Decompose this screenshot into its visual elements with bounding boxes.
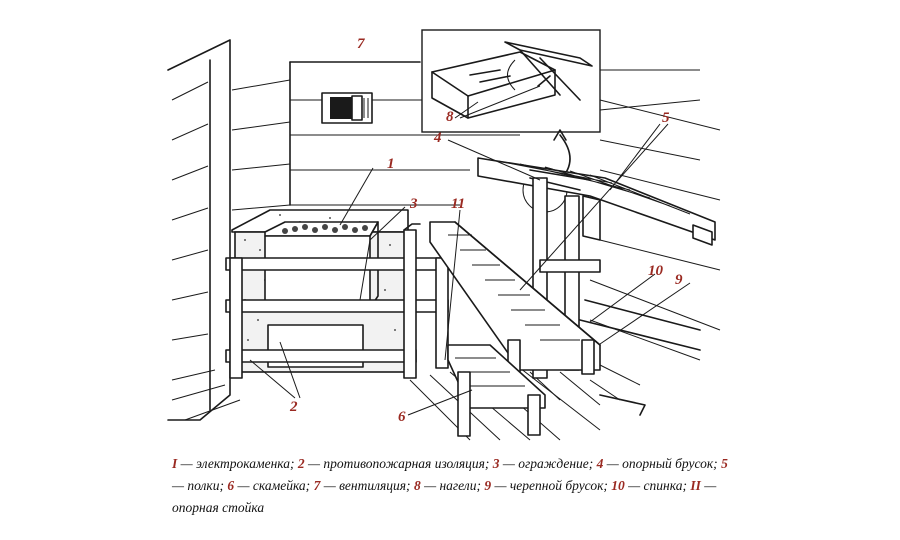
upper-shelf (477, 157, 716, 246)
guard-rail (225, 223, 449, 379)
legend-number: 6 (227, 478, 235, 493)
ventilation-vent (321, 92, 373, 124)
legend-text: — опорный брусок; (603, 456, 722, 471)
backrest (579, 319, 701, 351)
callout-11: 11 (451, 196, 465, 212)
inset-detail (421, 29, 601, 133)
legend-number: 9 (484, 478, 492, 493)
legend-number: 8 (413, 478, 421, 493)
legend-text: — ограждение; (499, 456, 597, 471)
callout-9: 9 (675, 272, 683, 288)
legend-number: 4 (596, 456, 604, 471)
legend-number: 7 (313, 478, 321, 493)
legend-text: — полки; (172, 478, 228, 493)
lower-shelf (429, 221, 601, 377)
callout-3: 3 (409, 196, 418, 212)
bench (447, 344, 546, 437)
legend-number: I (172, 456, 178, 471)
legend-caption: I — электрокаменка; 2 — противопожарная … (172, 453, 732, 519)
callout-8: 8 (446, 109, 454, 125)
callout-4: 4 (433, 130, 442, 146)
callout-1: 1 (387, 156, 395, 172)
legend-text: — черепной брусок; (491, 478, 612, 493)
sauna-diagram: 1 2 3 4 5 6 7 8 9 10 11 (167, 29, 721, 441)
callout-2: 2 (289, 399, 298, 415)
legend-text: — скамейка; (234, 478, 314, 493)
legend-number: 5 (721, 456, 728, 471)
legend-text: — противопожарная изоляция; (304, 456, 493, 471)
back-wall (289, 61, 701, 206)
leader-lines (249, 85, 691, 416)
right-wall (589, 99, 721, 386)
callout-5: 5 (662, 110, 670, 126)
callout-10: 10 (648, 263, 664, 279)
legend-number: 2 (297, 456, 305, 471)
legend-text: — нагели; (420, 478, 485, 493)
legend-text: — вентиляция; (320, 478, 414, 493)
legend-number: 10 (611, 478, 625, 493)
legend-text: — электрокаменка; (177, 456, 298, 471)
callout-6: 6 (398, 409, 406, 425)
legend-number: 3 (492, 456, 500, 471)
left-wall (167, 39, 291, 421)
callout-7: 7 (357, 36, 365, 52)
legend-text: — опорная стойка (172, 478, 717, 515)
legend-number: II (690, 478, 701, 493)
legend-text: — спинка; (624, 478, 691, 493)
